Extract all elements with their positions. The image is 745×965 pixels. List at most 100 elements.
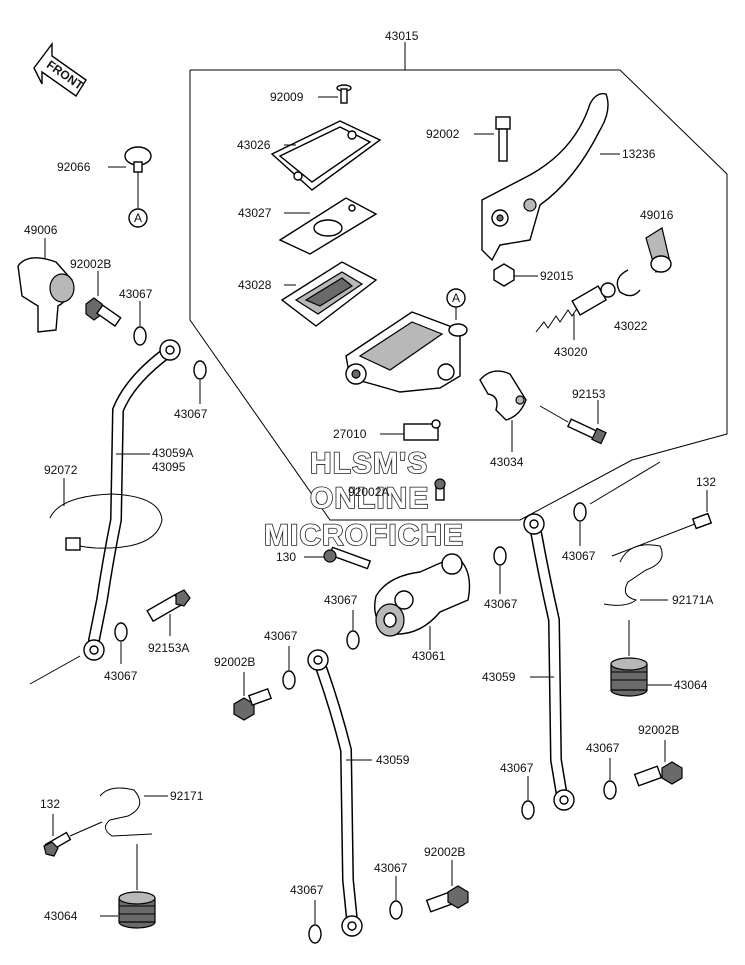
- label-43015: 43015: [385, 29, 419, 43]
- washer-1: [133, 326, 147, 346]
- label-92002: 92002: [426, 127, 460, 141]
- label-43067-j: 43067: [290, 883, 324, 897]
- cap-92066: [124, 146, 152, 173]
- reservoir-cover: [270, 120, 382, 191]
- label-43095: 43095: [152, 460, 186, 474]
- grommet-right: [610, 657, 648, 697]
- front-arrow: FRONT: [33, 41, 87, 97]
- label-43059-b: 43059: [482, 670, 516, 684]
- diaphragm-plate: [278, 197, 378, 255]
- label-43067-a: 43067: [119, 287, 153, 301]
- label-43061: 43061: [412, 649, 446, 663]
- label-43064-a: 43064: [674, 678, 708, 692]
- label-43034: 43034: [490, 455, 524, 469]
- label-43067-k: 43067: [374, 861, 408, 875]
- diaphragm: [280, 261, 378, 327]
- pivot-bolt: [495, 116, 511, 162]
- washer-2: [193, 360, 207, 380]
- label-43022: 43022: [614, 319, 648, 333]
- label-49016: 49016: [640, 208, 674, 222]
- label-43020: 43020: [554, 345, 588, 359]
- ref-marker-a-upper: A: [452, 291, 460, 305]
- label-92002b-4: 92002B: [424, 845, 465, 859]
- washer-11: [389, 900, 403, 920]
- label-43067-d: 43067: [324, 593, 358, 607]
- grommet-left: [118, 891, 156, 929]
- label-27010: 27010: [333, 427, 367, 441]
- washer-7: [282, 670, 296, 690]
- washer-9: [603, 780, 617, 800]
- label-92066: 92066: [57, 160, 91, 174]
- brake-lever: [481, 93, 609, 262]
- label-92015: 92015: [540, 269, 574, 283]
- bolt-92153a: [146, 589, 191, 623]
- label-92171: 92171: [170, 789, 204, 803]
- label-92072: 92072: [44, 463, 78, 477]
- label-43059-c: 43059: [376, 753, 410, 767]
- label-92002b-3: 92002B: [638, 723, 679, 737]
- label-43067-i: 43067: [500, 761, 534, 775]
- label-43067-h: 43067: [586, 741, 620, 755]
- banjo-bolt-left: [85, 297, 122, 327]
- washer-3: [114, 622, 128, 642]
- label-43059a: 43059A: [152, 446, 193, 460]
- banjo-bolt-bottom: [425, 885, 469, 913]
- piston-spring: [535, 282, 616, 333]
- banjo-bolt-right: [633, 761, 683, 787]
- assembly-outline: [189, 69, 728, 521]
- watermark-line-1: HLSM'S: [310, 447, 428, 480]
- clamp-bolt: [566, 418, 607, 445]
- union-43061: [374, 553, 471, 637]
- clip-92171: [99, 787, 153, 837]
- label-43067-b: 43067: [174, 407, 208, 421]
- label-43028: 43028: [238, 278, 272, 292]
- label-92153a: 92153A: [148, 641, 189, 655]
- screw-92009: [336, 84, 352, 104]
- label-92002b-2: 92002B: [214, 655, 255, 669]
- banjo-bolt-mid: [233, 687, 273, 721]
- hose-43059a: [83, 339, 181, 661]
- brake-switch: [403, 419, 441, 441]
- label-132-b: 132: [40, 797, 60, 811]
- label-92009: 92009: [270, 90, 304, 104]
- label-132-a: 132: [696, 475, 716, 489]
- label-43067-f: 43067: [264, 629, 298, 643]
- label-43027: 43027: [238, 206, 272, 220]
- label-43067-g: 43067: [104, 669, 138, 683]
- switch-screw: [434, 478, 446, 501]
- dust-boot: [645, 227, 672, 273]
- clamp-43034: [479, 370, 527, 421]
- label-43067-c: 43067: [562, 549, 596, 563]
- bolt-132-left: [43, 831, 72, 857]
- master-cylinder: [345, 311, 468, 393]
- label-92171a: 92171A: [672, 593, 713, 607]
- label-13236: 13236: [622, 147, 656, 161]
- boot-49006: [17, 257, 75, 333]
- label-92002a: 92002A: [348, 485, 389, 499]
- label-43067-e: 43067: [484, 597, 518, 611]
- hose-43059-center: [307, 649, 363, 937]
- bolt-132-right: [691, 512, 713, 530]
- hose-43059-right: [523, 513, 575, 811]
- label-92153: 92153: [572, 387, 606, 401]
- washer-6: [573, 502, 587, 522]
- washer-5: [493, 546, 507, 566]
- bolt-130: [323, 546, 372, 570]
- label-43026: 43026: [237, 138, 271, 152]
- circlip: [616, 269, 641, 297]
- clip-92171a: [603, 544, 663, 606]
- label-49006: 49006: [24, 223, 58, 237]
- watermark-line-2: ONLINE: [310, 482, 429, 515]
- washer-8: [521, 800, 535, 820]
- watermark-line-3: MICROFICHE: [264, 519, 464, 552]
- washer-10: [308, 924, 322, 944]
- nut-92015: [493, 263, 515, 287]
- label-43064-b: 43064: [44, 909, 78, 923]
- label-92002b-1: 92002B: [70, 257, 111, 271]
- label-130: 130: [276, 550, 296, 564]
- clamp-92072: [49, 493, 163, 551]
- washer-4: [346, 630, 360, 650]
- ref-marker-a-left: A: [134, 211, 142, 225]
